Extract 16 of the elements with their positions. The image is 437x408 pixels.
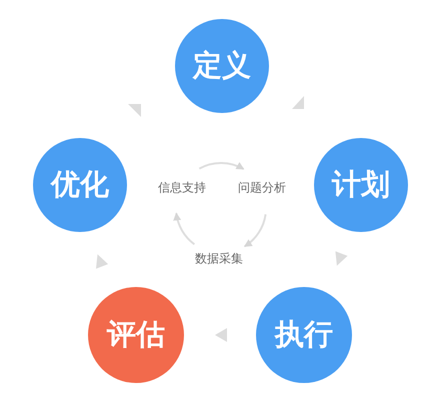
- triangle-arrow: [292, 96, 304, 109]
- step-circle: 定义: [175, 19, 269, 113]
- triangle-arrow: [128, 104, 141, 117]
- arrow: [244, 214, 267, 248]
- triangle-arrow: [215, 328, 227, 342]
- step-circle: 计划: [314, 138, 408, 232]
- step-label: 数据采集: [195, 252, 243, 266]
- triangle-arrow: [335, 251, 348, 266]
- arrow: [198, 162, 244, 170]
- step-label: 信息支持: [158, 181, 206, 195]
- step-circle: 优化: [33, 138, 127, 232]
- triangle-arrow: [96, 254, 108, 269]
- arrow: [174, 212, 196, 246]
- step-circle: 评估: [88, 287, 184, 383]
- step-label: 问题分析: [238, 181, 286, 195]
- step-circle: 执行: [256, 287, 352, 383]
